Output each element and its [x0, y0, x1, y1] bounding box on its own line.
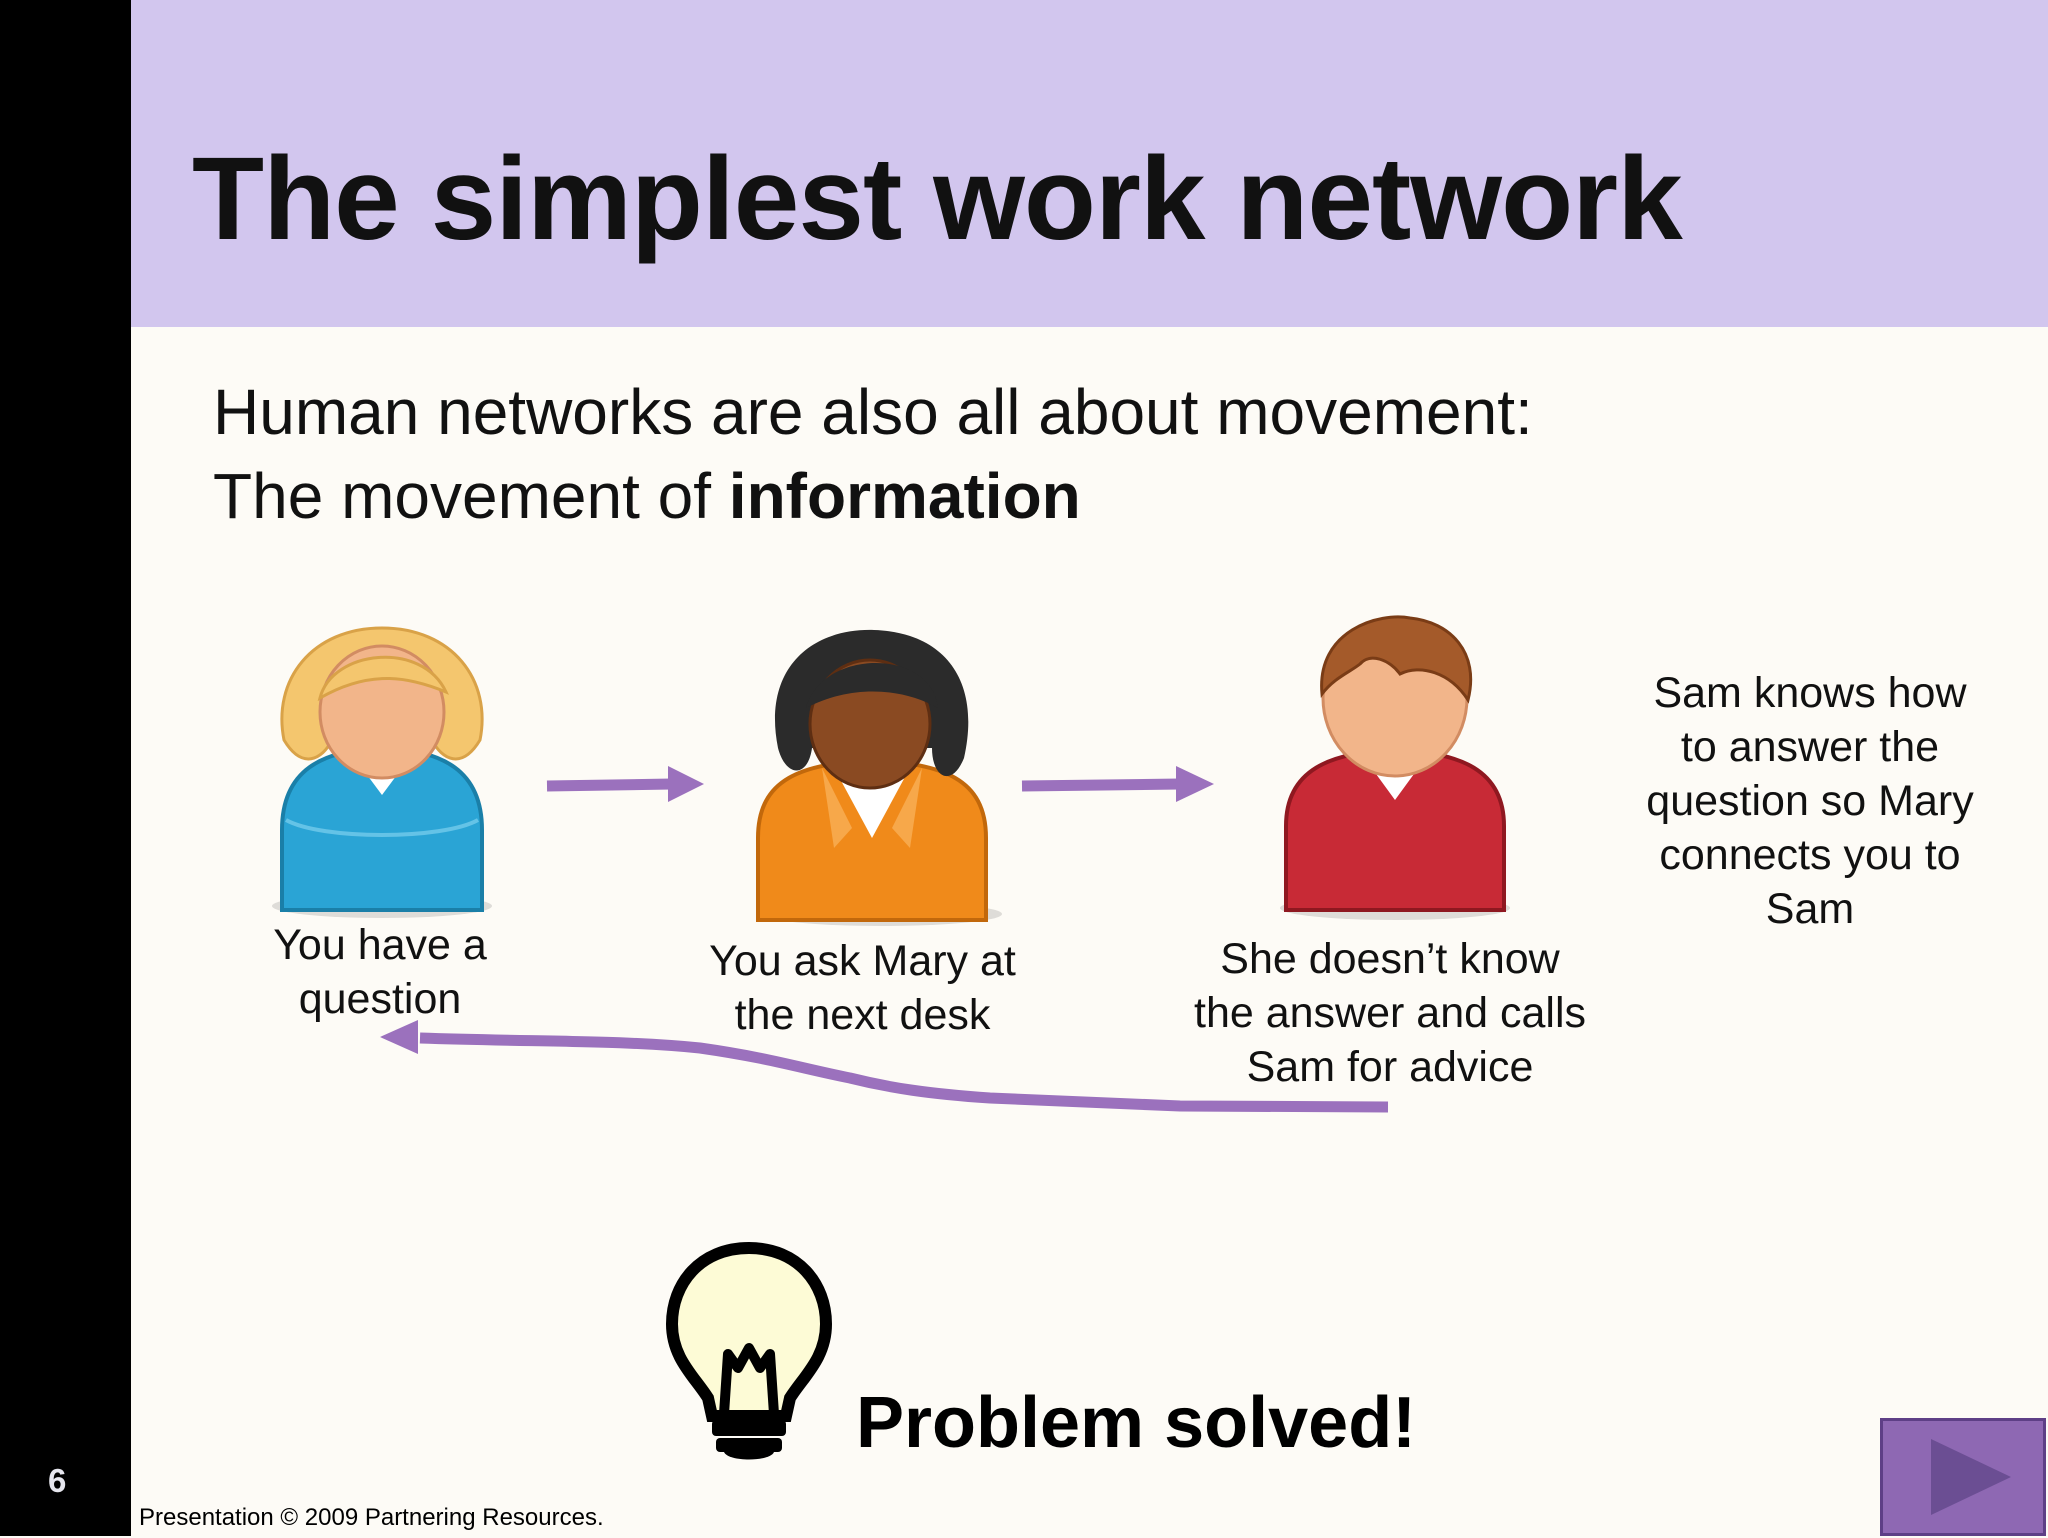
caption-mary: You ask Mary at the next desk — [690, 934, 1035, 1042]
intro-line-1: Human networks are also all about moveme… — [213, 376, 1533, 448]
intro-line-2: The movement of information — [213, 454, 1533, 538]
arrow-sam-back-to-you — [380, 1020, 1389, 1113]
problem-solved-text: Problem solved! — [856, 1383, 1417, 1463]
side-note-line-5: Sam — [1765, 885, 1855, 933]
caption-sam-line-2: the answer and calls — [1194, 989, 1586, 1037]
side-note: Sam knows how to answer the question so … — [1610, 666, 2010, 936]
side-note-line-1: Sam knows how — [1653, 669, 1967, 717]
woman-orange-user-icon — [756, 629, 1002, 926]
caption-sam-line-1: She doesn’t know — [1220, 935, 1560, 983]
slide-number: 6 — [48, 1462, 67, 1499]
side-note-line-4: connects you to — [1659, 831, 1961, 879]
next-slide-button[interactable] — [1880, 1418, 2046, 1536]
caption-mary-line-1: You ask Mary at — [709, 937, 1016, 985]
side-note-line-3: question so Mary — [1646, 777, 1974, 825]
play-next-icon — [1931, 1439, 2011, 1515]
intro-line-2-prefix: The movement of — [213, 460, 729, 532]
slide-content — [131, 327, 2048, 1536]
caption-mary-line-2: the next desk — [734, 991, 991, 1039]
lightbulb-icon — [665, 1241, 833, 1460]
caption-sam-line-3: Sam for advice — [1246, 1043, 1534, 1091]
woman-blue-user-icon — [272, 626, 492, 918]
caption-you-line-2: question — [298, 975, 462, 1023]
arrow-you-to-mary — [546, 766, 704, 802]
arrow-mary-to-sam — [1021, 766, 1214, 802]
intro-text: Human networks are also all about moveme… — [213, 370, 1533, 538]
title-band — [131, 0, 2048, 327]
caption-you-line-1: You have a — [273, 921, 487, 969]
caption-you: You have a question — [250, 918, 510, 1026]
intro-line-2-bold: information — [728, 460, 1081, 532]
slide-title: The simplest work network — [192, 133, 1683, 265]
left-sidebar — [0, 0, 131, 1536]
man-red-user-icon — [1280, 615, 1510, 920]
caption-sam: She doesn’t know the answer and calls Sa… — [1160, 932, 1620, 1094]
side-note-line-2: to answer the — [1680, 723, 1940, 771]
footer-copyright: Presentation © 2009 Partnering Resources… — [139, 1504, 604, 1531]
